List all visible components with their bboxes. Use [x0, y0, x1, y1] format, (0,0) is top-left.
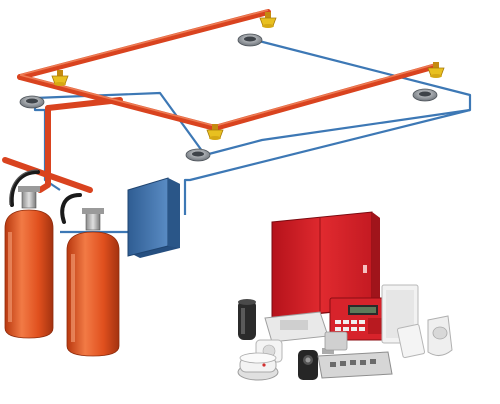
gas-cylinder-icon [4, 186, 54, 339]
sprinkler-nozzle-icon [206, 124, 224, 140]
network-switch-icon [317, 348, 393, 379]
fire-alarm-equipment-group [237, 211, 453, 381]
camera-icon [298, 350, 318, 380]
smoke-detector-icon [19, 95, 45, 109]
beam-detector-icon [238, 299, 256, 340]
detection-wiring [33, 38, 472, 234]
motion-detector-icon [427, 315, 453, 356]
smoke-detector-icon [237, 352, 279, 381]
keypad-unit [264, 311, 329, 343]
smoke-detector-icon [185, 148, 211, 162]
fire-alarm-cabinet [271, 211, 380, 319]
smoke-detector-icon [237, 33, 263, 47]
ceiling-detectors [19, 33, 438, 162]
relay-module-icon [324, 331, 348, 351]
extinguishing-pipework [2, 9, 439, 193]
sprinkler-nozzle-icon [51, 70, 69, 86]
door-sensor-icon [396, 323, 426, 359]
gas-cylinder-icon [66, 208, 120, 357]
sprinkler-nozzle-icon [427, 62, 445, 78]
junction-box-icon [127, 177, 180, 258]
sprinkler-nozzles [51, 12, 445, 140]
sprinkler-nozzle-icon [259, 12, 277, 28]
fire-control-panel [329, 297, 389, 341]
smoke-detector-icon [412, 88, 438, 102]
